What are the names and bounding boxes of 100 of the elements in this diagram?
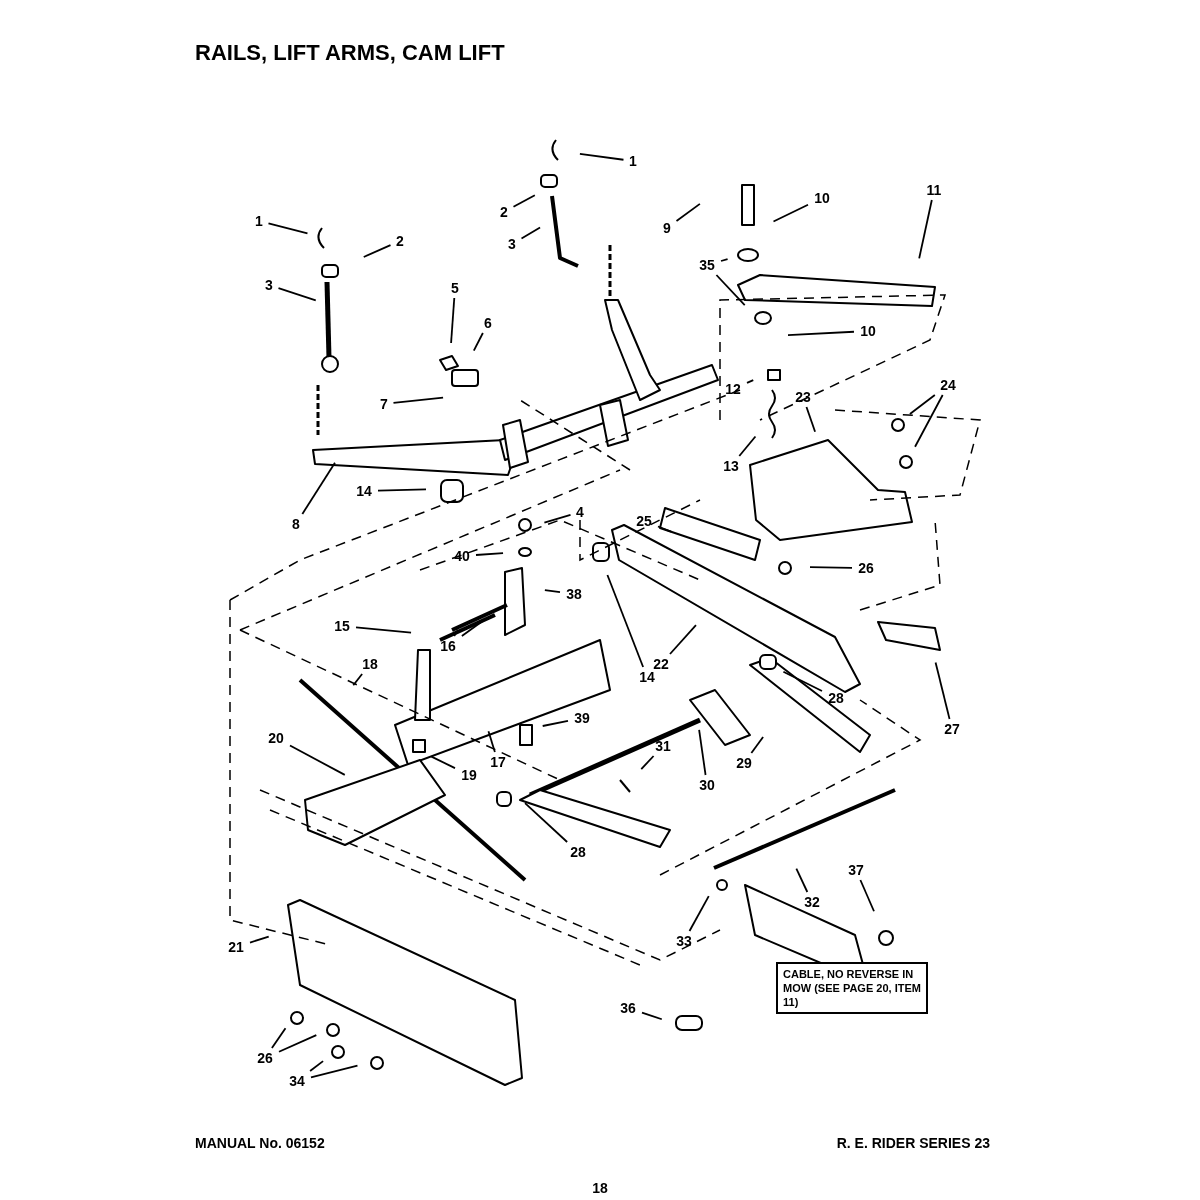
footer-text: MANUAL No. 06152 <box>195 1135 325 1151</box>
callout-number: 33 <box>676 933 692 949</box>
callout-number: 10 <box>860 323 876 339</box>
leader-line <box>310 1064 359 1079</box>
leader-line <box>450 297 456 344</box>
callout-number: 18 <box>362 656 378 672</box>
leader-line <box>475 552 504 556</box>
leader-line <box>309 1060 324 1072</box>
callout-number: 5 <box>451 280 459 296</box>
leader-line <box>278 1034 318 1053</box>
callout-number: 16 <box>440 638 456 654</box>
callout-number: 20 <box>268 730 284 746</box>
leader-line <box>934 661 951 720</box>
page-number: 18 <box>592 1180 608 1196</box>
callout-number: 2 <box>396 233 404 249</box>
callout-number: 37 <box>848 862 864 878</box>
leader-line <box>641 1011 663 1021</box>
leader-line <box>669 624 697 655</box>
leader-line <box>675 202 701 222</box>
callout-number: 27 <box>944 721 960 737</box>
leader-line <box>249 935 270 944</box>
callout-number: 30 <box>699 777 715 793</box>
callout-number: 6 <box>484 315 492 331</box>
leader-line <box>277 287 317 302</box>
callout-number: 28 <box>828 690 844 706</box>
callout-number: 21 <box>228 939 244 955</box>
leader-line <box>746 379 755 384</box>
leader-line <box>720 258 729 262</box>
callout-number: 29 <box>736 755 752 771</box>
leader-line <box>289 744 346 776</box>
leader-line <box>795 867 809 893</box>
callout-number: 14 <box>639 669 655 685</box>
leader-line <box>578 153 625 161</box>
callout-number: 26 <box>858 560 874 576</box>
callout-number: 39 <box>574 710 590 726</box>
callout-number: 24 <box>940 377 956 393</box>
callout-number: 12 <box>725 381 741 397</box>
leader-line <box>362 244 392 258</box>
callout-number: 2 <box>500 204 508 220</box>
callout-number: 22 <box>653 656 669 672</box>
callout-number: 31 <box>655 738 671 754</box>
callout-number: 32 <box>804 894 820 910</box>
footer-text: R. E. RIDER SERIES 23 <box>836 1135 990 1151</box>
callout-number: 1 <box>255 213 263 229</box>
leader-line <box>543 513 572 524</box>
callout-number: 14 <box>356 483 372 499</box>
callout-number: 3 <box>508 236 516 252</box>
note-box: CABLE, NO REVERSE IN MOW (SEE PAGE 20, ITEM 11) <box>776 962 928 1014</box>
callout-number: 13 <box>723 458 739 474</box>
leader-line <box>782 670 823 692</box>
callout-number: 35 <box>699 257 715 273</box>
leader-line <box>301 461 336 515</box>
leader-line <box>909 394 936 415</box>
leader-line <box>805 406 816 433</box>
leader-line <box>738 435 757 457</box>
leader-line <box>750 736 764 754</box>
callout-number: 9 <box>663 220 671 236</box>
callout-number: 38 <box>566 586 582 602</box>
callout-number: 15 <box>334 618 350 634</box>
callout-number: 8 <box>292 516 300 532</box>
callout-number: 17 <box>490 754 506 770</box>
leader-line <box>918 199 933 260</box>
callout-number: 23 <box>795 389 811 405</box>
leader-line <box>487 730 496 753</box>
leader-line <box>524 802 569 843</box>
callout-number: 36 <box>620 1000 636 1016</box>
page-title: RAILS, LIFT ARMS, CAM LIFT <box>195 40 505 66</box>
leader-line <box>688 895 710 932</box>
leader-line <box>520 226 541 240</box>
leader-line <box>453 628 459 637</box>
leader-line <box>430 755 456 770</box>
leader-line <box>352 673 363 687</box>
callout-number: 4 <box>576 504 584 520</box>
leader-line <box>914 394 944 448</box>
callout-number: 26 <box>257 1050 273 1066</box>
leader-line <box>267 222 309 235</box>
leader-line <box>859 879 875 913</box>
callout-number: 25 <box>636 513 652 529</box>
leader-line <box>512 194 536 208</box>
callout-number: 3 <box>265 277 273 293</box>
leader-line <box>640 755 655 770</box>
leader-line <box>541 719 569 727</box>
leader-line <box>657 525 672 533</box>
callout-number: 19 <box>461 767 477 783</box>
leader-line <box>377 488 427 492</box>
leader-line <box>606 574 644 668</box>
leader-line <box>355 626 412 634</box>
callout-number: 40 <box>454 548 470 564</box>
callout-number: 34 <box>289 1073 305 1089</box>
leader-line <box>809 566 853 569</box>
callout-number: 11 <box>926 182 942 198</box>
leader-line <box>472 332 484 352</box>
leader-line <box>543 589 561 593</box>
callout-number: 10 <box>814 190 830 206</box>
leader-line <box>698 728 707 776</box>
leader-line <box>271 1027 287 1049</box>
leader-line <box>715 274 746 306</box>
callout-number: 28 <box>570 844 586 860</box>
leader-line <box>392 396 444 404</box>
callout-number: 1 <box>629 153 637 169</box>
